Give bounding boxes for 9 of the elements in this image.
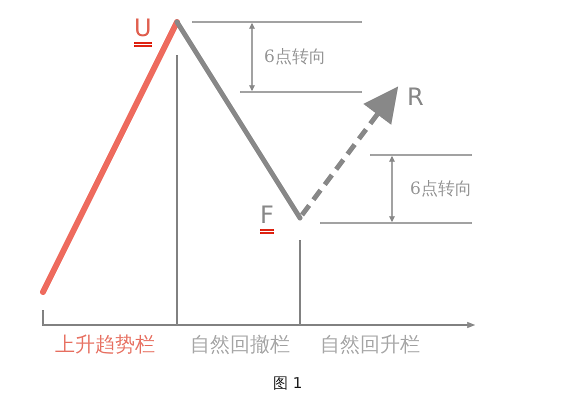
- point-label: U: [134, 16, 152, 47]
- figure-caption: 图 1: [273, 376, 302, 391]
- point-label: R: [407, 85, 424, 109]
- column-label: 自然回撤栏: [190, 334, 290, 354]
- turn-label: 6点转向: [410, 181, 472, 198]
- column-label: 自然回升栏: [320, 334, 420, 354]
- turn-label: 6点转向: [264, 49, 326, 66]
- column-label: 上升趋势栏: [55, 334, 155, 354]
- point-label: F: [260, 203, 274, 234]
